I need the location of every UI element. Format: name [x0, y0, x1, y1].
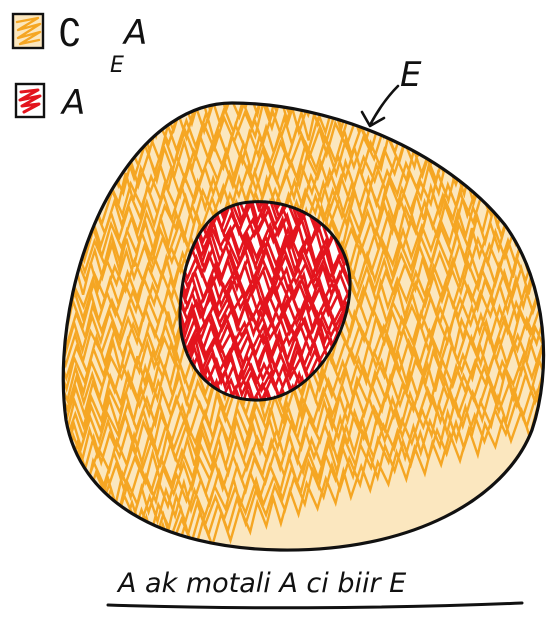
legend-label-a: A: [60, 83, 85, 123]
set-a-region: [178, 200, 352, 402]
set-e-label-group: E: [360, 55, 422, 128]
caption-group: A ak motali A ci biir E: [106, 568, 524, 610]
set-e-outline: [61, 101, 546, 552]
set-a-scribble: [179, 201, 351, 401]
legend-label-complement-subscript: E: [110, 53, 124, 78]
legend-label-complement: ∁: [58, 11, 82, 55]
legend-swatch-a-scribble: [18, 88, 42, 114]
caption: A ak motali A ci biir E: [116, 568, 406, 599]
legend-item-complement: ∁ E A: [11, 11, 147, 78]
legend-swatch-complement-scribble: [15, 16, 42, 46]
legend-label-complement-set: A: [122, 13, 147, 53]
set-e-label: E: [400, 55, 422, 95]
legend: ∁ E A A: [11, 11, 147, 123]
legend-item-a: A: [14, 82, 85, 123]
caption-underline: [106, 601, 524, 610]
set-a-outline: [178, 200, 352, 402]
set-e-arrow-icon: [360, 84, 400, 128]
